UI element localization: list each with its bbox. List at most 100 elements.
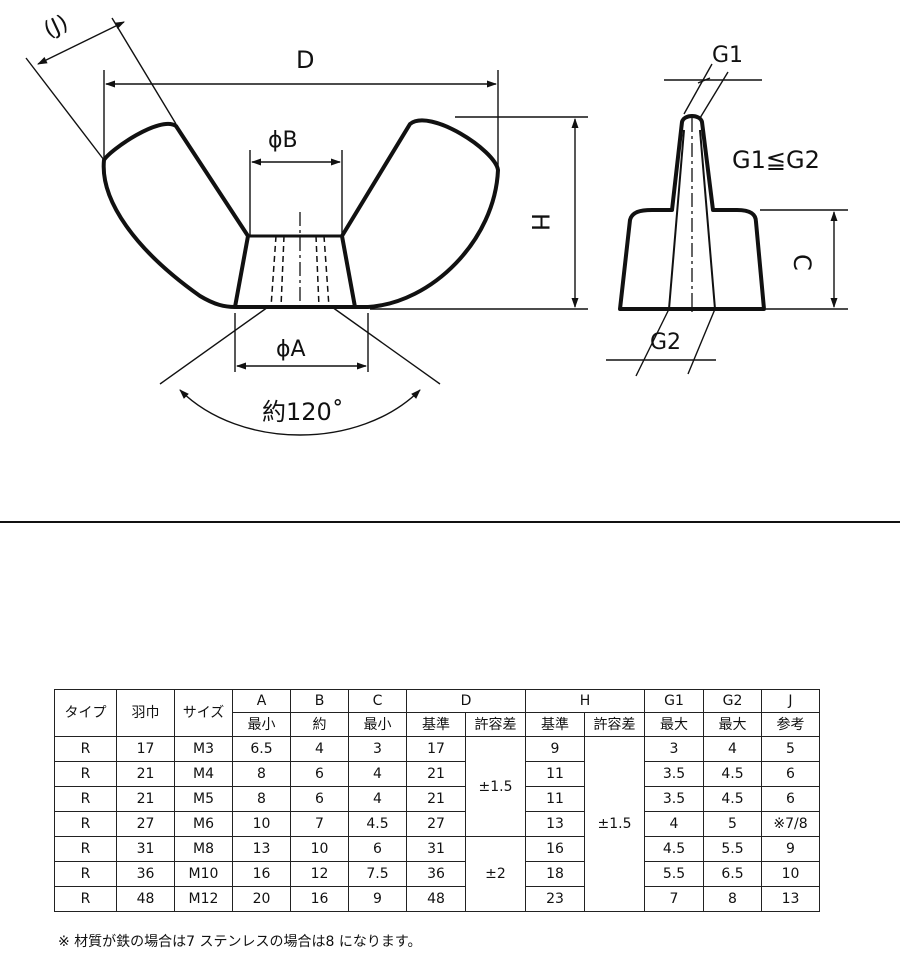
cell-size: M8	[174, 836, 233, 862]
cell-g1: 7	[644, 886, 704, 912]
header-type: タイプ	[54, 689, 117, 737]
label-j: (J)	[40, 11, 72, 44]
header-b: B	[290, 689, 349, 713]
cell-g2: 4.5	[703, 786, 762, 812]
header-width: 羽巾	[116, 689, 175, 737]
cell-d-tolerance: ±2	[465, 836, 526, 912]
cell-g2: 4	[703, 736, 762, 762]
table-row: R 36 M10 16 12 7.5 36 18 5.5 6.5 10	[54, 861, 820, 887]
side-view-outline	[618, 114, 766, 311]
cell-j: 13	[761, 886, 820, 912]
subheader-a: 最小	[232, 712, 291, 737]
wing-nut-outline	[101, 118, 500, 309]
cell-j: 5	[761, 736, 820, 762]
subheader-h-base: 基準	[525, 712, 585, 737]
cell-g1: 3.5	[644, 761, 704, 787]
cell-c: 4	[348, 761, 407, 787]
cell-width: 27	[116, 811, 175, 837]
subheader-g1: 最大	[644, 712, 704, 737]
cell-h: 9	[525, 736, 585, 762]
cell-c: 3	[348, 736, 407, 762]
subheader-d-base: 基準	[406, 712, 466, 737]
subheader-b: 約	[290, 712, 349, 737]
cell-a: 13	[232, 836, 291, 862]
cell-h-tolerance: ±1.5	[584, 736, 645, 912]
dimension-g1	[664, 63, 762, 119]
cell-g2: 5	[703, 811, 762, 837]
cell-b: 6	[290, 786, 349, 812]
subheader-d-tol: 許容差	[465, 712, 526, 737]
cell-type: R	[54, 736, 117, 762]
cell-type: R	[54, 861, 117, 887]
cell-h: 16	[525, 836, 585, 862]
cell-type: R	[54, 761, 117, 787]
cell-d-tolerance: ±1.5	[465, 736, 526, 837]
label-c: C	[788, 254, 816, 271]
header-row-2: 最小 約 最小 基準 許容差 基準 許容差 最大 最大 参考	[55, 712, 820, 737]
label-phi-b: ϕB	[268, 128, 298, 153]
side-inner-left	[668, 129, 685, 310]
spec-table: タイプ 羽巾 サイズ A B C D H G1 G2 J 最小 約 最小 基準 …	[54, 689, 820, 912]
cell-g1: 4.5	[644, 836, 704, 862]
dimension-d	[103, 70, 499, 170]
cell-c: 7.5	[348, 861, 407, 887]
dimension-phi-b	[249, 150, 343, 236]
header-row-1: タイプ 羽巾 サイズ A B C D H G1 G2 J	[54, 689, 820, 737]
cell-h: 18	[525, 861, 585, 887]
cell-b: 7	[290, 811, 349, 837]
subheader-g2: 最大	[703, 712, 762, 737]
section-divider	[0, 521, 900, 523]
label-g1: G1	[712, 43, 743, 68]
cell-g1: 3	[644, 736, 704, 762]
dimension-j	[25, 17, 177, 161]
thread-hidden-3	[315, 235, 320, 308]
cell-width: 48	[116, 886, 175, 912]
cell-width: 21	[116, 786, 175, 812]
table-row: R 48 M12 20 16 9 48 23 7 8 13	[54, 886, 820, 912]
thread-hidden-2	[280, 235, 285, 308]
subheader-c: 最小	[348, 712, 407, 737]
cell-a: 16	[232, 861, 291, 887]
label-g2: G2	[650, 330, 681, 355]
thread-hidden-1	[270, 235, 277, 308]
cell-width: 31	[116, 836, 175, 862]
subheader-j: 参考	[761, 712, 820, 737]
cell-c: 9	[348, 886, 407, 912]
cell-d: 21	[406, 786, 466, 812]
header-d: D	[406, 689, 526, 713]
cell-g1: 4	[644, 811, 704, 837]
side-view	[618, 114, 766, 312]
dimension-angle	[159, 306, 441, 436]
cell-j: 6	[761, 761, 820, 787]
cell-d: 21	[406, 761, 466, 787]
label-phi-a: ϕA	[276, 337, 306, 362]
header-g1: G1	[644, 689, 704, 713]
dimension-h	[370, 116, 588, 310]
cell-size: M12	[174, 886, 233, 912]
cell-a: 20	[232, 886, 291, 912]
table-row: R 21 M4 8 6 4 21 11 3.5 4.5 6	[54, 761, 820, 787]
cell-h: 23	[525, 886, 585, 912]
cell-g2: 6.5	[703, 861, 762, 887]
cell-size: M3	[174, 736, 233, 762]
header-a: A	[232, 689, 291, 713]
cell-c: 4	[348, 786, 407, 812]
cell-g2: 8	[703, 886, 762, 912]
dimension-g2	[606, 308, 716, 377]
front-view	[101, 118, 500, 309]
cell-size: M5	[174, 786, 233, 812]
cell-type: R	[54, 811, 117, 837]
cell-a: 6.5	[232, 736, 291, 762]
label-angle: 約120˚	[262, 398, 344, 426]
cell-d: 48	[406, 886, 466, 912]
cell-width: 36	[116, 861, 175, 887]
wing-nut-drawing: D (J) ϕB ϕA 約120˚ H	[25, 11, 848, 436]
header-g2: G2	[703, 689, 762, 713]
side-inner-right	[699, 129, 716, 310]
cell-size: M4	[174, 761, 233, 787]
cell-j: 6	[761, 786, 820, 812]
dimension-c	[760, 209, 848, 310]
table-row: R 17 M3 6.5 4 3 17 ±1.5 9 ±1.5 3 4 5	[54, 736, 820, 912]
cell-c: 4.5	[348, 811, 407, 837]
cell-type: R	[54, 886, 117, 912]
